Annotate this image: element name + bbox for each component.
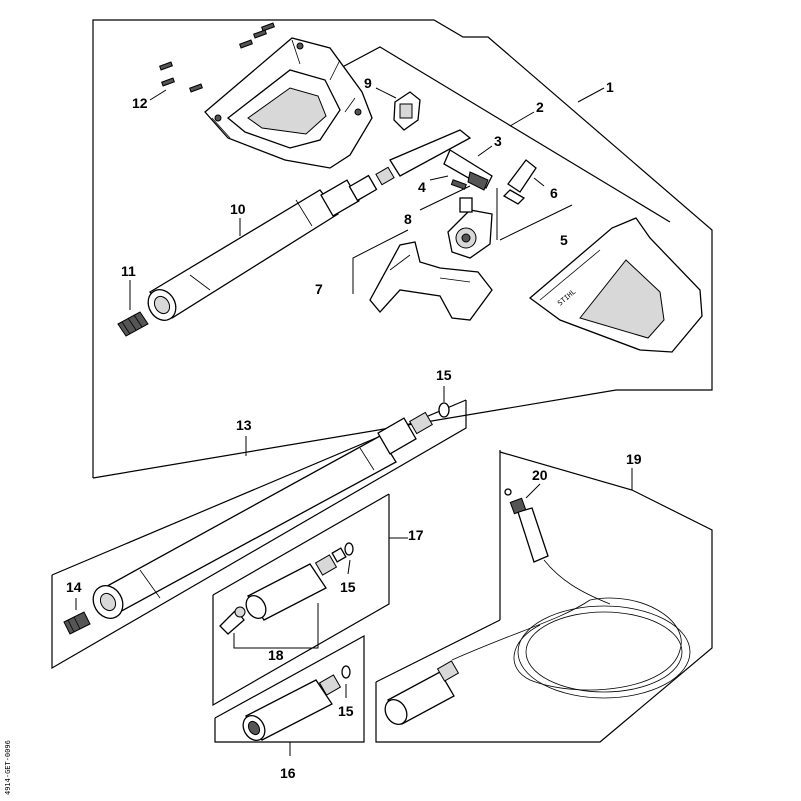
group-16-frame xyxy=(214,634,365,743)
callout-17: 17 xyxy=(408,527,424,543)
handle-frame xyxy=(204,37,373,169)
screws-12 xyxy=(159,22,275,93)
group-19-frame xyxy=(375,450,713,743)
coupling-20 xyxy=(504,488,549,563)
callout-9: 9 xyxy=(364,75,372,91)
callout-6: 6 xyxy=(550,185,558,201)
group-18-bracket xyxy=(233,603,319,649)
group-13-frame xyxy=(51,400,467,670)
callout-2: 2 xyxy=(536,99,544,115)
group-1-frame xyxy=(92,19,713,479)
callout-12: 12 xyxy=(132,95,148,111)
nozzle-17 xyxy=(245,547,347,621)
callout-4: 4 xyxy=(418,179,426,195)
trigger-link-3 xyxy=(389,129,493,191)
group-19-frame-lower xyxy=(375,619,501,683)
o-ring-15b xyxy=(344,542,354,556)
callout-8: 8 xyxy=(404,211,412,227)
callout-1: 1 xyxy=(606,79,614,95)
trigger-7 xyxy=(369,241,493,321)
hose-19 xyxy=(384,559,691,725)
callout-16: 16 xyxy=(280,765,296,781)
callout-15c: 15 xyxy=(338,703,354,719)
group-17-frame xyxy=(212,494,390,707)
callout-10: 10 xyxy=(230,201,246,217)
drawing-code: 4914-GET-0096 xyxy=(4,740,12,795)
nozzle-tip-18 xyxy=(219,606,246,635)
nozzle-16 xyxy=(242,674,342,741)
callout-19: 19 xyxy=(626,451,642,467)
callout-5: 5 xyxy=(560,232,568,248)
valve-9 xyxy=(393,91,421,131)
handle-cover-2: STIHL xyxy=(528,217,703,353)
valve-body-8 xyxy=(447,197,493,259)
group-5-bracket xyxy=(499,204,573,241)
spring-11 xyxy=(117,311,149,337)
spring-14 xyxy=(63,611,91,635)
callout-13: 13 xyxy=(236,417,252,433)
lance-13 xyxy=(92,411,433,619)
callout-14: 14 xyxy=(66,579,82,595)
callout-7: 7 xyxy=(315,281,323,297)
safety-lever-6 xyxy=(502,159,537,205)
tube-10 xyxy=(147,166,395,321)
callout-11: 11 xyxy=(121,263,136,279)
pin-4 xyxy=(450,179,467,190)
callout-15b: 15 xyxy=(340,579,356,595)
callout-numbers: 1 2 3 4 5 6 7 8 9 10 11 12 13 14 15 15 1… xyxy=(66,75,642,781)
o-ring-15c xyxy=(341,665,351,679)
group-17-frame-edge xyxy=(212,493,390,596)
callout-20: 20 xyxy=(532,467,548,483)
leader-lines xyxy=(75,87,633,756)
callout-18: 18 xyxy=(268,647,284,663)
group-2-frame xyxy=(332,46,671,223)
o-ring-15a xyxy=(438,402,450,418)
callout-15a: 15 xyxy=(436,367,452,383)
group-8-bracket xyxy=(419,185,471,211)
callout-3: 3 xyxy=(494,133,502,149)
group-7-bracket xyxy=(352,229,409,294)
